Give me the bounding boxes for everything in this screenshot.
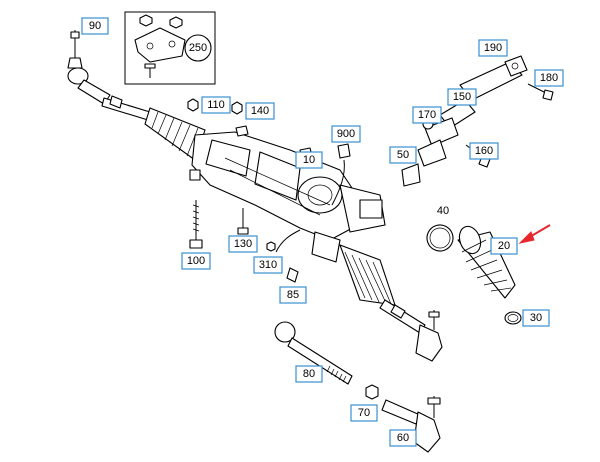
callout-140-label: 140: [251, 105, 269, 117]
callout-130: 130: [228, 235, 258, 253]
left-tie-rod: [101, 95, 151, 121]
callout-60: 60: [389, 429, 417, 447]
callout-50: 50: [389, 146, 417, 164]
callout-110: 110: [201, 96, 231, 114]
callout-85-label: 85: [287, 289, 299, 301]
callout-10-label: 10: [303, 154, 315, 166]
nut-310: [266, 241, 276, 252]
callout-80-label: 80: [303, 368, 315, 380]
callout-170: 170: [412, 106, 442, 124]
callout-20-label: 20: [498, 240, 510, 252]
callout-160-label: 160: [475, 145, 493, 157]
clamp-ring: [426, 224, 454, 252]
callout-180-label: 180: [540, 72, 558, 84]
highlight-arrow: [518, 224, 551, 244]
callout-85: 85: [279, 286, 307, 304]
callout-140: 140: [245, 102, 275, 120]
callout-900-label: 900: [337, 128, 355, 140]
callout-90-label: 90: [89, 20, 101, 32]
rack-housing: [189, 125, 386, 263]
mounting-kit-inset: [124, 11, 216, 85]
callout-100: 100: [181, 252, 211, 270]
callout-310: 310: [253, 256, 283, 274]
clip-85: [286, 267, 299, 283]
callout-130-label: 130: [234, 238, 252, 250]
callout-70-label: 70: [358, 407, 370, 419]
callout-30: 30: [522, 309, 550, 327]
small-clamp: [504, 311, 522, 325]
callout-310-label: 310: [259, 259, 277, 271]
callout-20: 20: [490, 237, 518, 255]
wiring-harness: [275, 143, 351, 253]
callout-100-label: 100: [187, 255, 205, 267]
callout-150: 150: [447, 88, 477, 106]
replacement-bellow: [457, 225, 516, 299]
nuts-110-140: [187, 98, 243, 115]
outer-tie-rod-end: [381, 396, 441, 453]
callout-50-label: 50: [397, 149, 409, 161]
callout-900: 900: [331, 125, 361, 143]
bracket: [401, 163, 421, 187]
jam-nut: [365, 384, 379, 400]
callout-80: 80: [295, 365, 323, 383]
callout-190-label: 190: [484, 42, 502, 54]
inner-tie-rod: [274, 321, 353, 385]
right-tie-rod-on-rack: [379, 299, 443, 362]
callout-170-label: 170: [418, 109, 436, 121]
callout-110-label: 110: [207, 99, 225, 111]
callout-70: 70: [350, 404, 378, 422]
callout-180: 180: [534, 69, 564, 87]
callout-40-label: 40: [437, 205, 449, 217]
callout-60-label: 60: [397, 432, 409, 444]
callout-250-label: 250: [189, 42, 207, 54]
mounting-bolt-100: [189, 200, 203, 249]
shaft-bolt: [527, 83, 554, 101]
callout-10: 10: [295, 151, 323, 169]
bolt-130: [237, 208, 249, 235]
callout-150-label: 150: [453, 91, 471, 103]
callout-160: 160: [469, 142, 499, 160]
callout-90: 90: [81, 17, 109, 35]
left-tie-rod-end: [67, 30, 111, 105]
callout-190: 190: [478, 39, 508, 57]
right-bellow-on-rack: [339, 244, 396, 306]
callout-30-label: 30: [530, 312, 542, 324]
